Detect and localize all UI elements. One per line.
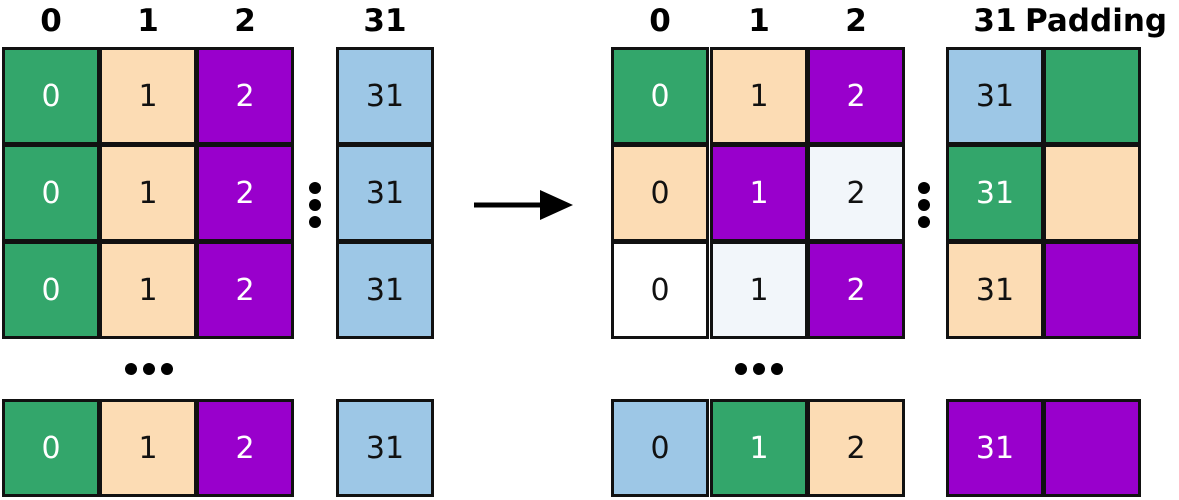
right-grid-cell: 31 bbox=[946, 144, 1044, 242]
right-grid-cell: 0 bbox=[611, 399, 709, 497]
right-grid-cell: 31 bbox=[946, 47, 1044, 145]
right-grid-cell: 31 bbox=[946, 399, 1044, 497]
left-grid-cell: 31 bbox=[336, 47, 434, 145]
left-grid-cell: 2 bbox=[196, 241, 294, 339]
left-horizontal-ellipsis bbox=[143, 363, 155, 375]
left-grid-cell: 1 bbox=[99, 399, 197, 497]
right-grid-cell: 31 bbox=[946, 241, 1044, 339]
left-horizontal-ellipsis bbox=[125, 363, 137, 375]
right-column-header: 2 bbox=[845, 3, 867, 39]
left-grid-cell: 1 bbox=[99, 47, 197, 145]
right-horizontal-ellipsis bbox=[735, 363, 747, 375]
right-grid-cell: 1 bbox=[710, 144, 808, 242]
right-grid-cell: 1 bbox=[710, 399, 808, 497]
left-column-header: 31 bbox=[363, 3, 407, 39]
right-column-header: 1 bbox=[748, 3, 770, 39]
left-column-header: 1 bbox=[137, 3, 159, 39]
right-grid-cell: 1 bbox=[710, 47, 808, 145]
left-vertical-ellipsis bbox=[309, 199, 321, 211]
right-grid-cell: 2 bbox=[807, 241, 905, 339]
transform-arrow-icon bbox=[474, 190, 573, 220]
right-vertical-ellipsis bbox=[918, 199, 930, 211]
right-grid-cell: 0 bbox=[611, 144, 709, 242]
right-horizontal-ellipsis bbox=[753, 363, 765, 375]
left-grid-cell: 1 bbox=[99, 144, 197, 242]
left-grid-cell: 2 bbox=[196, 47, 294, 145]
right-grid-cell bbox=[1043, 399, 1141, 497]
right-grid-cell bbox=[1043, 47, 1141, 145]
left-grid-cell: 2 bbox=[196, 399, 294, 497]
left-grid-cell: 2 bbox=[196, 144, 294, 242]
right-grid-cell: 2 bbox=[807, 144, 905, 242]
left-grid-cell: 31 bbox=[336, 399, 434, 497]
left-grid-cell: 0 bbox=[2, 47, 100, 145]
right-grid-cell bbox=[1043, 241, 1141, 339]
right-grid-cell: 2 bbox=[807, 47, 905, 145]
right-grid-cell: 0 bbox=[611, 241, 709, 339]
right-column-header: 31 bbox=[973, 3, 1017, 39]
left-grid-cell: 31 bbox=[336, 144, 434, 242]
left-vertical-ellipsis bbox=[309, 182, 321, 194]
right-grid-cell bbox=[1043, 144, 1141, 242]
right-vertical-ellipsis bbox=[918, 216, 930, 228]
right-column-header: 0 bbox=[649, 3, 671, 39]
right-grid-cell: 1 bbox=[710, 241, 808, 339]
left-grid-cell: 0 bbox=[2, 144, 100, 242]
left-vertical-ellipsis bbox=[309, 216, 321, 228]
right-column-header: Padding bbox=[1025, 3, 1168, 39]
right-horizontal-ellipsis bbox=[771, 363, 783, 375]
left-horizontal-ellipsis bbox=[161, 363, 173, 375]
left-column-header: 0 bbox=[40, 3, 62, 39]
left-column-header: 2 bbox=[234, 3, 256, 39]
right-grid-cell: 2 bbox=[807, 399, 905, 497]
right-vertical-ellipsis bbox=[918, 182, 930, 194]
left-grid-cell: 0 bbox=[2, 399, 100, 497]
right-grid-cell: 0 bbox=[611, 47, 709, 145]
left-grid-cell: 0 bbox=[2, 241, 100, 339]
left-grid-cell: 31 bbox=[336, 241, 434, 339]
left-grid-cell: 1 bbox=[99, 241, 197, 339]
